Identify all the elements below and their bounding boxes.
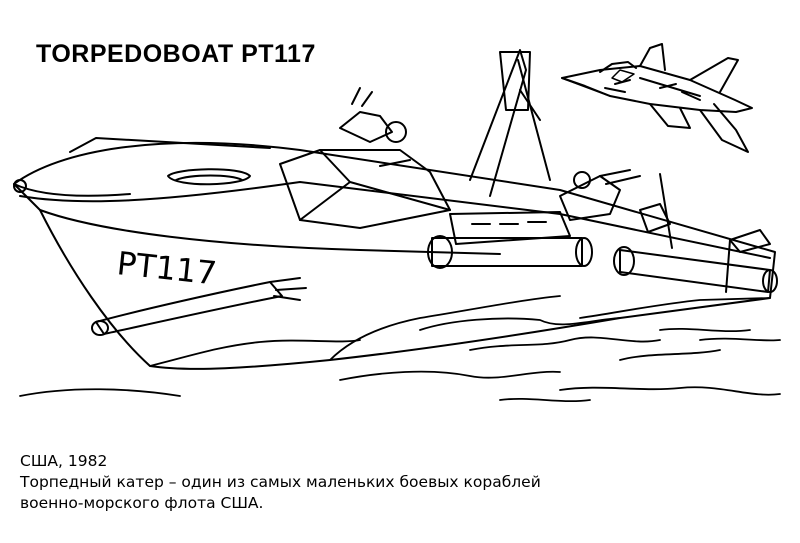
torpedo-boat <box>13 49 776 370</box>
page-title: TORPEDOBOAT PT117 <box>36 40 316 68</box>
water-waves <box>19 295 781 403</box>
torpedo <box>91 277 307 336</box>
caption-line-1: Торпедный катер – один из самых маленьки… <box>20 473 541 491</box>
caption-country-year: США, 1982 <box>20 452 108 470</box>
jet-aircraft <box>561 43 753 153</box>
hull-marking: PT117 <box>115 244 218 292</box>
caption: США, 1982 Торпедный катер – один из самы… <box>20 451 780 514</box>
torpedo-tubes <box>427 235 778 293</box>
caption-line-2: военно-морского флота США. <box>20 494 264 512</box>
